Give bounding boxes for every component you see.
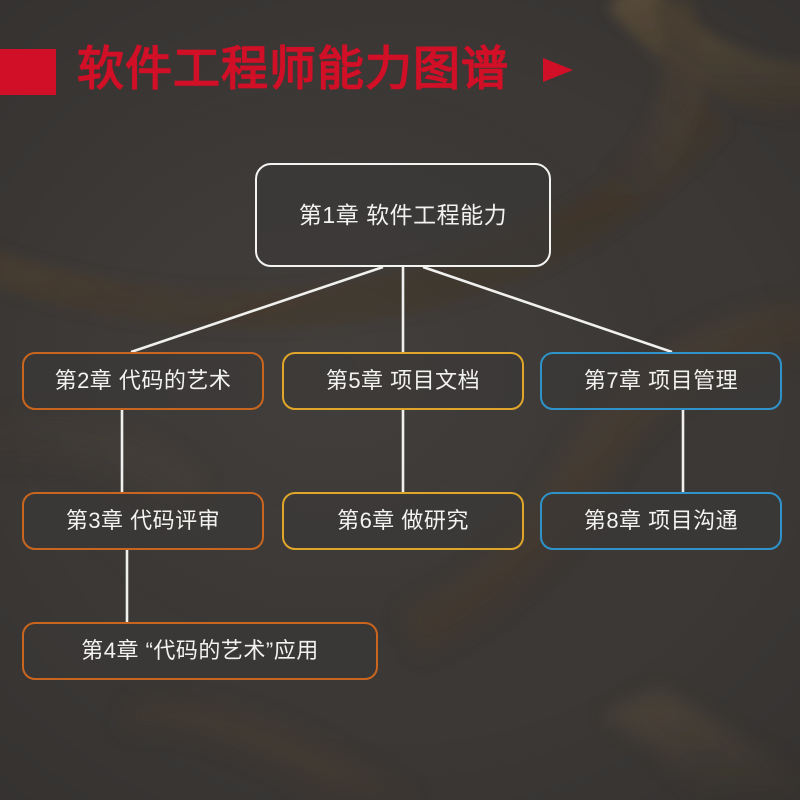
edge-ch1-ch7 — [422, 265, 673, 354]
triangle-right-icon — [543, 58, 573, 82]
node-chapter-2[interactable]: 第2章 代码的艺术 — [22, 352, 264, 410]
header-banner: 软件工程师能力图谱 — [0, 0, 800, 130]
node-chapter-2-label: 第2章 代码的艺术 — [54, 368, 232, 393]
node-chapter-4[interactable]: 第4章 “代码的艺术”应用 — [22, 622, 378, 680]
node-chapter-7-label: 第7章 项目管理 — [583, 368, 739, 393]
node-chapter-1[interactable]: 第1章 软件工程能力 — [255, 163, 551, 267]
edge-ch1-ch2 — [130, 265, 384, 354]
page-title: 软件工程师能力图谱 — [77, 42, 509, 95]
node-chapter-5[interactable]: 第5章 项目文档 — [282, 352, 524, 410]
node-chapter-6[interactable]: 第6章 做研究 — [282, 492, 524, 550]
node-chapter-4-label: 第4章 “代码的艺术”应用 — [81, 638, 319, 663]
node-chapter-8-label: 第8章 项目沟通 — [583, 508, 739, 533]
red-square-block-icon — [0, 49, 56, 95]
node-chapter-7[interactable]: 第7章 项目管理 — [540, 352, 782, 410]
node-chapter-3[interactable]: 第3章 代码评审 — [22, 492, 264, 550]
node-chapter-1-label: 第1章 软件工程能力 — [298, 201, 508, 228]
node-chapter-5-label: 第5章 项目文档 — [325, 368, 481, 393]
node-chapter-6-label: 第6章 做研究 — [337, 508, 469, 533]
node-chapter-3-label: 第3章 代码评审 — [65, 508, 221, 533]
node-chapter-8[interactable]: 第8章 项目沟通 — [540, 492, 782, 550]
